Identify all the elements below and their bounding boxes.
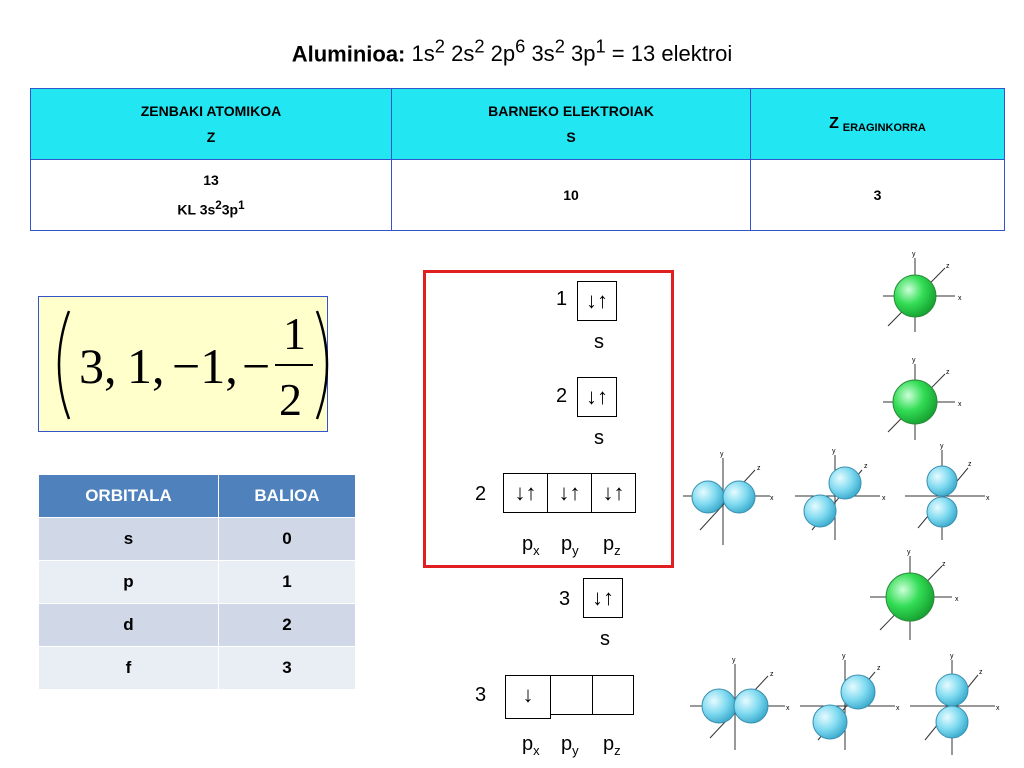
cell-atomic-number: 13 KL 3s23p1: [30, 159, 392, 231]
orbital-box: ↓↑: [583, 578, 623, 618]
svg-text:z: z: [968, 461, 972, 468]
quantum-ms-denominator: 2: [279, 374, 302, 425]
svg-text:y: y: [832, 448, 836, 455]
header-orbitala: ORBITALA: [38, 474, 219, 518]
svg-text:x: x: [896, 705, 900, 712]
p-orbital-2pz-icon: y x z: [905, 443, 990, 540]
p-orbital-3py-icon: y x z: [800, 653, 900, 750]
header-atomic-number: ZENBAKI ATOMIKOA Z: [30, 88, 392, 160]
svg-text:y: y: [720, 451, 724, 458]
table-row: f 3: [38, 646, 357, 690]
subshell-label: s: [600, 628, 610, 650]
svg-text:z: z: [946, 263, 950, 270]
svg-text:y: y: [907, 549, 911, 556]
svg-text:x: x: [958, 401, 962, 408]
svg-text:x: x: [786, 705, 790, 712]
svg-text:z: z: [946, 369, 950, 376]
subshell-label-pz: pz: [603, 533, 621, 558]
quantum-n: 3,: [79, 338, 117, 394]
svg-text:x: x: [958, 295, 962, 302]
svg-text:y: y: [912, 357, 916, 364]
svg-text:z: z: [942, 561, 946, 568]
header-effective-z: Z ERAGINKORRA: [750, 88, 1005, 160]
subshell-label-pz: pz: [603, 733, 621, 758]
s-orbital-1s-icon: y x z: [883, 251, 962, 332]
svg-text:x: x: [996, 705, 1000, 712]
p-orbital-3px-icon: y x z: [690, 657, 790, 750]
cell-inner-electrons: 10: [391, 159, 751, 231]
quantum-l: 1,: [127, 338, 165, 394]
orbital-box: ↓↑: [577, 281, 617, 321]
quantum-ms-numerator: 1: [283, 308, 306, 359]
subshell-label-py: py: [561, 533, 579, 558]
orbital-value-table: ORBITALA BALIOA s 0 p 1 d 2 f 3: [38, 474, 357, 690]
svg-text:z: z: [770, 671, 774, 678]
orbital-box-px: ↓↑: [503, 473, 548, 513]
svg-text:z: z: [979, 669, 983, 676]
right-paren: [315, 310, 329, 420]
quantum-ms-sign: −: [242, 338, 270, 394]
svg-text:x: x: [882, 495, 886, 502]
table-row: p 1: [38, 560, 357, 604]
s-orbital-2s-icon: y x z: [883, 357, 962, 440]
shell-number: 1: [556, 288, 568, 310]
svg-text:y: y: [732, 657, 736, 664]
svg-text:z: z: [757, 465, 761, 472]
subshell-label-px: px: [522, 533, 540, 558]
title-element: Aluminioa:: [291, 41, 406, 67]
svg-text:y: y: [912, 251, 916, 258]
orbital-box-pz: ↓↑: [591, 473, 636, 513]
svg-text:x: x: [986, 495, 990, 502]
svg-text:y: y: [842, 653, 846, 660]
table-row: d 2: [38, 603, 357, 647]
orbital-box: ↓↑: [577, 377, 617, 417]
left-paren: [57, 310, 71, 420]
svg-text:y: y: [950, 653, 954, 660]
orbital-box-py: [550, 675, 593, 715]
svg-text:x: x: [770, 495, 774, 502]
svg-text:z: z: [864, 463, 868, 470]
svg-text:y: y: [940, 443, 944, 450]
shell-number: 2: [475, 483, 487, 505]
shell-number: 3: [475, 684, 487, 706]
subshell-label-px: px: [522, 733, 540, 758]
shell-number: 2: [556, 385, 568, 407]
inner-shell-frame: [423, 270, 674, 568]
table-row: s 0: [38, 517, 357, 561]
title-configuration: 1s2 2s2 2p6 3s2 3p1 = 13 elektroi: [411, 36, 733, 67]
page-title: Aluminioa: 1s2 2s2 2p6 3s2 3p1 = 13 elek…: [0, 36, 1024, 67]
quantum-numbers-box: 3, 1, −1, − 1 2: [38, 296, 329, 432]
shell-number: 3: [559, 588, 571, 610]
s-orbital-3s-icon: y x z: [870, 549, 959, 640]
orbital-box-pz: [592, 675, 634, 715]
header-inner-electrons: BARNEKO ELEKTROIAK S: [391, 88, 751, 160]
quantum-ml: −1,: [172, 338, 238, 394]
p-orbital-3pz-icon: y x z: [910, 653, 1000, 755]
header-balioa: BALIOA: [217, 474, 357, 518]
p-orbital-2px-icon: y x z: [683, 451, 774, 545]
quantum-numbers-formula: 3, 1, −1, − 1 2: [57, 308, 329, 425]
orbital-box-px: ↓: [505, 675, 551, 719]
cell-effective-z: 3: [750, 159, 1005, 231]
p-orbital-2py-icon: y x z: [795, 448, 886, 540]
svg-text:x: x: [955, 596, 959, 603]
subshell-label: s: [594, 331, 604, 353]
orbital-box-py: ↓↑: [547, 473, 592, 513]
atomic-data-table: ZENBAKI ATOMIKOA Z BARNEKO ELEKTROIAK S …: [30, 88, 1005, 231]
svg-text:z: z: [877, 665, 881, 672]
subshell-label: s: [594, 427, 604, 449]
subshell-label-py: py: [561, 733, 579, 758]
